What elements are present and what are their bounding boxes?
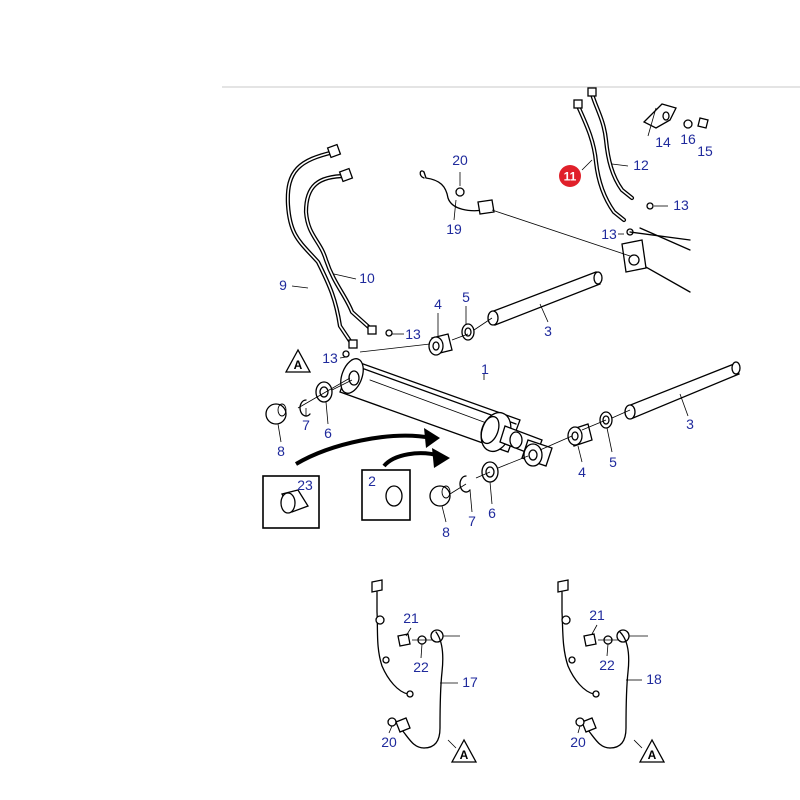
callout-8b[interactable]: 8 [442,524,450,540]
nut-16 [683,119,693,129]
svg-text:A: A [294,358,303,372]
callout-6b[interactable]: 6 [488,505,496,521]
cap-left [265,403,287,425]
highlight-callout-11[interactable]: 11 [559,165,581,187]
hose-10 [303,173,375,333]
callout-12[interactable]: 12 [633,157,649,173]
detail-2-box [361,448,450,521]
reference-mark-A1: A [284,348,312,373]
callout-leaders [277,172,689,734]
leaders-main [297,317,631,495]
detail-23-box [262,428,440,529]
callout-13b[interactable]: 13 [601,226,617,242]
callout-13a[interactable]: 13 [673,197,689,213]
callout-5b[interactable]: 5 [609,454,617,470]
washer-left [315,381,333,403]
pin-lower [624,361,741,420]
cylinder-assembly [339,358,553,467]
reference-mark-A2: A [450,738,478,763]
callout-18[interactable]: 18 [646,671,662,687]
pin-upper [487,271,603,326]
callout-4a[interactable]: 4 [434,296,442,312]
callout-17[interactable]: 17 [462,674,478,690]
bushing-lower [567,423,593,447]
callout-19[interactable]: 19 [446,221,462,237]
hose-11 [575,103,627,223]
callout-21b[interactable]: 21 [589,607,605,623]
svg-text:11: 11 [564,170,577,184]
callout-9[interactable]: 9 [279,277,287,293]
leaders-upper-right [581,107,668,235]
callout-21a[interactable]: 21 [403,610,419,626]
callouts: 1 2 3 3 4 4 5 5 6 6 7 7 8 8 9 10 12 13 1… [277,131,713,750]
callout-15[interactable]: 15 [697,143,713,159]
callout-22a[interactable]: 22 [413,659,429,675]
callout-7b[interactable]: 7 [468,513,476,529]
hose-12 [589,91,635,201]
callout-2[interactable]: 2 [368,473,376,489]
bushing-upper [428,333,453,356]
callout-20c[interactable]: 20 [570,734,586,750]
callout-7a[interactable]: 7 [302,417,310,433]
svg-text:A: A [460,748,469,762]
hose-9 [285,149,355,347]
washer-upper [461,323,475,341]
bolt-15 [697,117,709,129]
reference-mark-A3: A [638,738,666,763]
callout-20a[interactable]: 20 [452,152,468,168]
clip-right [459,475,471,493]
callout-8a[interactable]: 8 [277,443,285,459]
bracket-14 [642,103,677,129]
clip-left [299,399,311,417]
callout-3a[interactable]: 3 [544,323,552,339]
callout-20b[interactable]: 20 [381,734,397,750]
cable-17 [371,579,460,749]
frame-end [621,227,691,293]
callout-5a[interactable]: 5 [462,289,470,305]
callout-14[interactable]: 14 [655,134,671,150]
callout-1[interactable]: 1 [481,361,489,377]
callout-13c[interactable]: 13 [405,326,421,342]
cap-right [429,485,451,507]
callout-23[interactable]: 23 [297,477,313,493]
callout-10[interactable]: 10 [359,270,375,286]
cable-18 [557,579,648,749]
callout-16[interactable]: 16 [680,131,696,147]
callout-4b[interactable]: 4 [578,464,586,480]
callout-22b[interactable]: 22 [599,657,615,673]
svg-text:A: A [648,748,657,762]
highlight-marker [559,165,581,187]
hose-9-10-fittings [326,143,404,359]
callout-6a[interactable]: 6 [324,425,332,441]
callout-3b[interactable]: 3 [686,416,694,432]
cable-19 [419,170,631,257]
callout-13d[interactable]: 13 [322,350,338,366]
